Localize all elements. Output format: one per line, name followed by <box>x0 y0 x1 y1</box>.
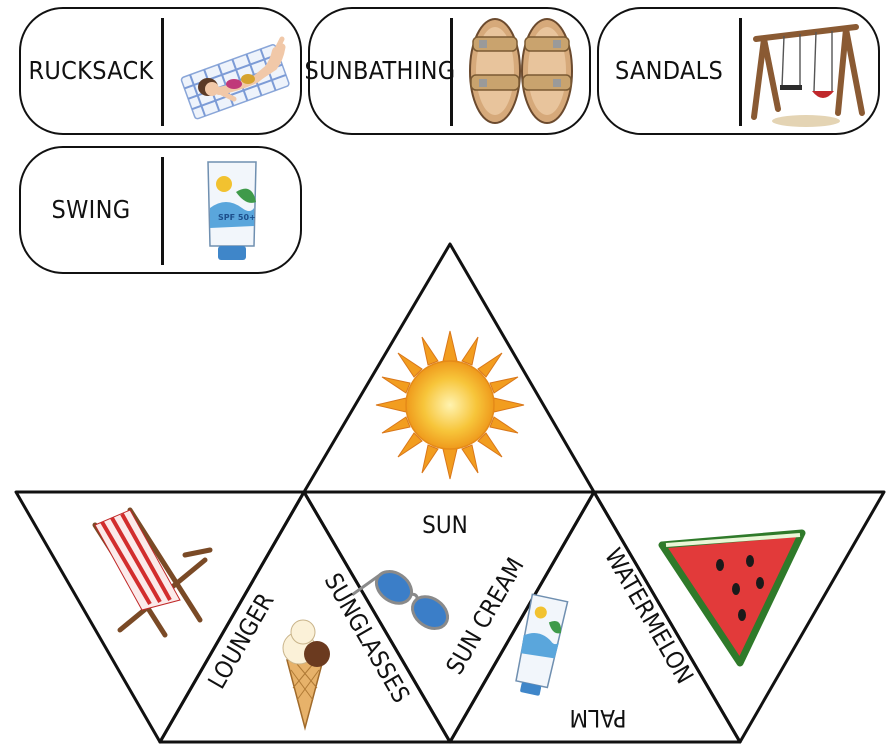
sunbathing-icon <box>164 9 298 132</box>
svg-text:SPF 50+: SPF 50+ <box>218 213 256 222</box>
label-sun: SUN <box>422 511 468 539</box>
card-divider <box>739 18 742 126</box>
card-divider <box>161 18 164 126</box>
domino-card-swing: SWING SPF 50+ <box>19 146 302 274</box>
lounger-icon <box>92 507 213 638</box>
domino-card-rucksack: RUCKSACK <box>19 7 302 135</box>
label-sun-cream: SUN CREAM <box>441 553 530 679</box>
sun-icon <box>375 330 525 480</box>
label-palm: PALM <box>570 704 627 732</box>
card-divider <box>450 18 453 126</box>
card-word: RUCKSACK <box>28 56 154 85</box>
ice-cream-icon <box>282 619 330 731</box>
sunglasses-icon <box>351 570 450 630</box>
domino-card-sunbathing: SUNBATHING <box>304 7 591 135</box>
card-word: SUNBATHING <box>304 56 456 85</box>
card-word: SWING <box>51 195 131 224</box>
domino-card-sandals: SANDALS <box>597 7 880 135</box>
swing-icon <box>742 9 876 132</box>
triangle-right <box>592 490 886 744</box>
card-word: SANDALS <box>614 56 724 85</box>
sandals-icon <box>453 9 587 132</box>
sun-cream-icon <box>515 593 569 696</box>
sun-cream-icon: SPF 50+ <box>164 148 298 271</box>
watermelon-icon <box>658 529 806 667</box>
card-divider <box>161 157 164 265</box>
